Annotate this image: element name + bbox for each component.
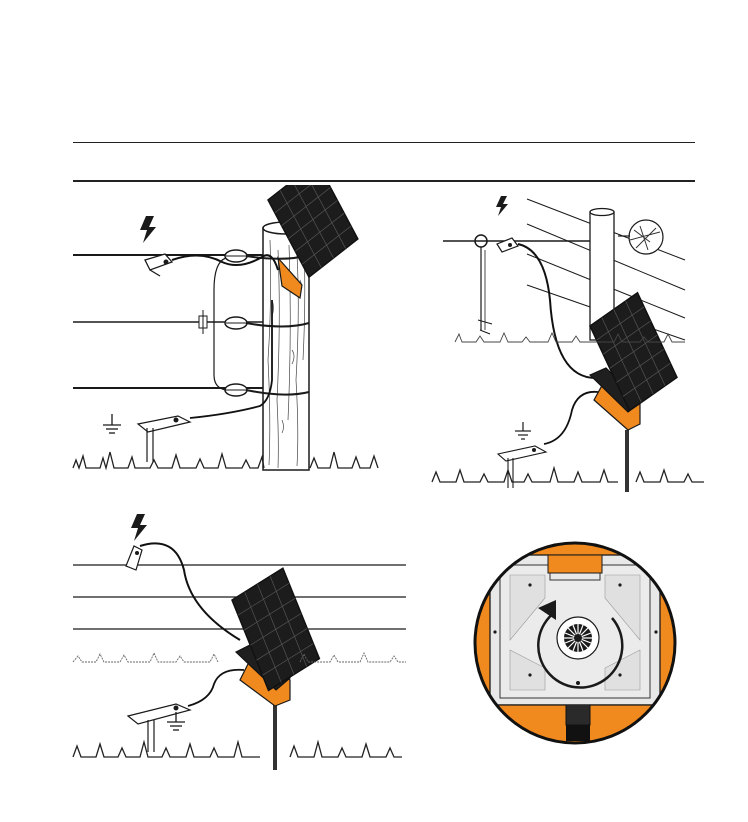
- solar-energizer: [590, 293, 677, 492]
- fence-lead-wire: [518, 244, 598, 378]
- grass: [432, 468, 704, 482]
- fence-lead-clip: [145, 254, 172, 276]
- ground-symbol-icon: [103, 414, 121, 433]
- header-rule-top: [73, 142, 695, 143]
- center-vent: [557, 617, 599, 659]
- insulator-bottom: [225, 384, 247, 396]
- figure-post-mounted-three-wire: [60, 185, 390, 475]
- solar-energizer: [232, 568, 319, 770]
- grass: [73, 452, 378, 468]
- lightning-bolt-icon: [140, 216, 156, 243]
- jumper-wire: [214, 258, 226, 390]
- ground-symbol-icon: [515, 422, 531, 439]
- figure-mounting-bracket-detail: [470, 538, 680, 748]
- earth-stake-clip: [138, 416, 190, 462]
- lightning-bolt-icon: [496, 196, 508, 216]
- header-rule-bottom: [73, 180, 695, 182]
- grass: [73, 742, 402, 757]
- figure-stake-mounted-tape-fence: [425, 185, 715, 500]
- jumper-clip: [199, 310, 207, 334]
- fence-lead-clip: [126, 546, 142, 570]
- insulator-middle: [225, 317, 247, 329]
- insulator-top: [225, 250, 247, 262]
- fence-lead-clip: [497, 238, 518, 252]
- earth-lead-wire: [544, 392, 598, 444]
- earth-lead-wire: [188, 670, 244, 706]
- pigtail-post: [475, 235, 492, 334]
- figure-stake-mounted-three-wire: [60, 505, 410, 775]
- fence-lead-wire: [140, 543, 240, 640]
- lightning-bolt-icon: [131, 514, 147, 541]
- earth-stake-clip: [128, 704, 190, 752]
